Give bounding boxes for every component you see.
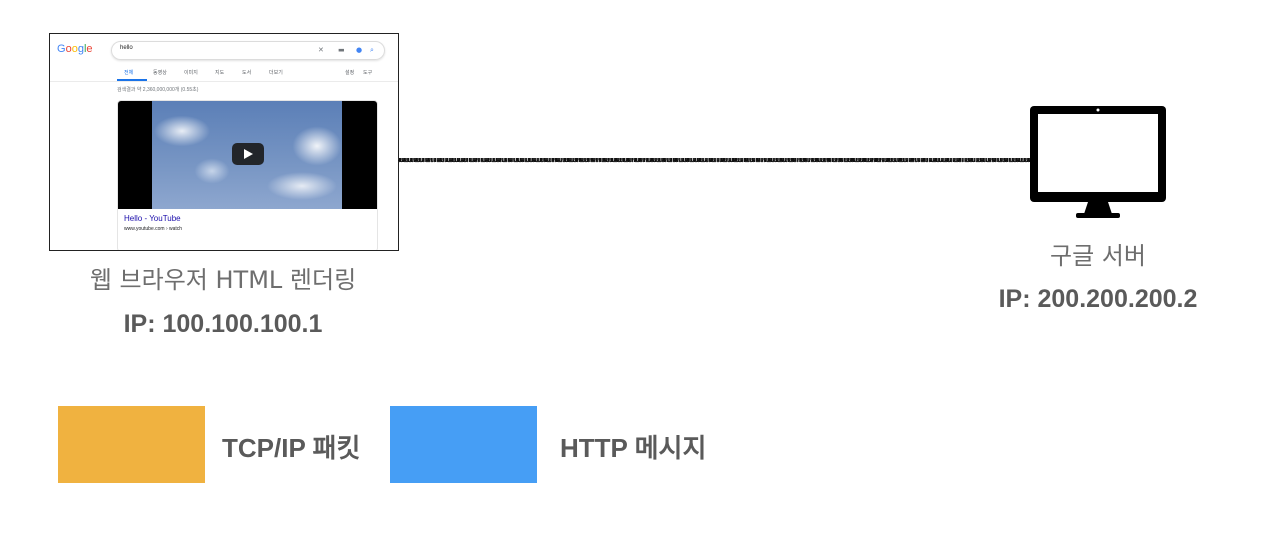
video-thumbnail (118, 101, 377, 209)
monitor-screen (1038, 114, 1158, 192)
tab-more: 더보기 (269, 70, 283, 76)
browser-screenshot: Google hello ✕ ▬ ● ⌕ 전체 동영상 이미지 지도 도서 더보… (49, 33, 399, 251)
microphone-icon: ● (356, 46, 363, 54)
http-message-swatch (390, 406, 537, 483)
tcp-packet-swatch (58, 406, 205, 483)
monitor-camera (1096, 108, 1100, 112)
search-box: hello ✕ ▬ ● ⌕ (111, 41, 385, 60)
tab-maps: 지도 (215, 70, 225, 76)
result-stats: 검색결과 약 2,360,000,000개 (0.55초) (117, 87, 199, 93)
search-tabs: 전체 동영상 이미지 지도 도서 더보기 설정 도구 (117, 69, 377, 78)
monitor-stand (1084, 202, 1112, 214)
result-title: Hello - YouTube (124, 214, 181, 223)
tab-all: 전체 (124, 70, 134, 76)
video-result-card: Hello - YouTube www.youtube.com › watch (117, 100, 378, 250)
monitor-icon (1030, 106, 1166, 218)
search-query: hello (120, 45, 133, 51)
tab-tools: 도구 (363, 70, 373, 76)
keyboard-icon: ▬ (338, 46, 345, 54)
server-caption: 구글 서버 (1050, 242, 1146, 270)
google-logo: Google (57, 43, 93, 55)
tabs-divider (50, 81, 398, 82)
result-url: www.youtube.com › watch (124, 226, 183, 232)
client-ip: IP: 100.100.100.1 (123, 310, 323, 338)
monitor-base (1076, 213, 1120, 218)
tab-settings: 설정 (345, 70, 355, 76)
tab-books: 도서 (242, 70, 252, 76)
client-caption: 웹 브라우저 HTML 렌더링 (89, 266, 357, 294)
tcp-packet-label: TCP/IP 패킷 (222, 433, 361, 463)
close-icon: ✕ (318, 46, 324, 54)
active-tab-underline (117, 79, 147, 81)
network-wire (398, 158, 1030, 163)
tab-videos: 동영상 (153, 70, 167, 76)
http-message-label: HTTP 메시지 (560, 433, 707, 463)
play-icon (232, 143, 264, 165)
tab-images: 이미지 (184, 70, 198, 76)
server-ip: IP: 200.200.200.2 (998, 285, 1198, 313)
search-icon: ⌕ (370, 46, 374, 54)
